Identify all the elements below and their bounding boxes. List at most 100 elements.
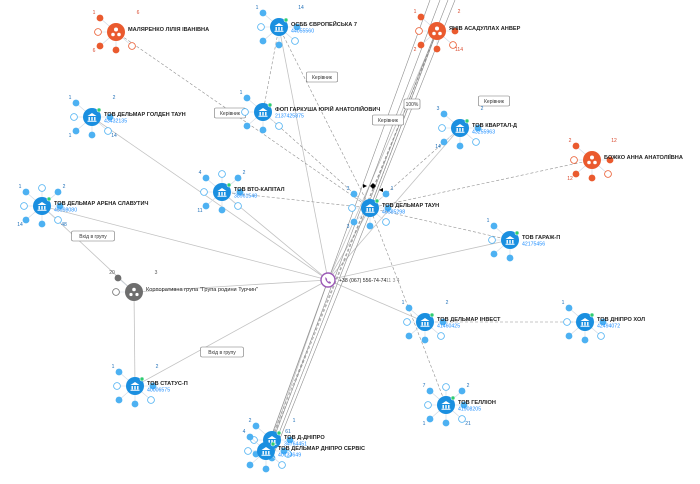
satellite-icon[interactable] [350, 190, 358, 198]
node-code[interactable]: 2137425875 [275, 114, 304, 120]
satellite-icon[interactable] [458, 387, 466, 395]
satellite-icon[interactable] [606, 156, 614, 164]
satellite-icon[interactable] [22, 188, 30, 196]
satellite-icon[interactable] [293, 23, 301, 31]
phone-number[interactable]: +38 (067) 556-74-74 [339, 278, 387, 284]
satellite-icon[interactable] [490, 222, 498, 230]
phone-icon[interactable] [320, 272, 336, 288]
satellite-outline-icon[interactable] [257, 23, 265, 31]
satellite-icon[interactable] [599, 318, 607, 326]
satellite-outline-icon[interactable] [472, 138, 480, 146]
satellite-icon[interactable] [275, 41, 283, 49]
satellite-icon[interactable] [572, 170, 580, 178]
satellite-icon[interactable] [474, 124, 482, 132]
satellite-outline-icon[interactable] [424, 401, 432, 409]
satellite-icon[interactable] [440, 110, 448, 118]
satellite-outline-icon[interactable] [382, 218, 390, 226]
satellite-outline-icon[interactable] [291, 37, 299, 45]
satellite-outline-icon[interactable] [94, 28, 102, 36]
satellite-outline-icon[interactable] [437, 332, 445, 340]
satellite-icon[interactable] [456, 142, 464, 150]
satellite-outline-icon[interactable] [200, 188, 208, 196]
node-code[interactable]: 34764451 [284, 442, 307, 448]
satellite-outline-icon[interactable] [241, 108, 249, 116]
satellite-icon[interactable] [581, 336, 589, 344]
person-icon[interactable] [428, 22, 446, 40]
satellite-outline-icon[interactable] [563, 318, 571, 326]
satellite-icon[interactable] [234, 174, 242, 182]
satellite-icon[interactable] [439, 318, 447, 326]
node-code[interactable]: 43432135 [104, 119, 127, 125]
satellite-icon[interactable] [56, 202, 64, 210]
node-code[interactable]: 45998080 [54, 208, 77, 214]
satellite-icon[interactable] [286, 436, 294, 444]
satellite-icon[interactable] [490, 250, 498, 258]
satellite-icon[interactable] [405, 304, 413, 312]
satellite-icon[interactable] [572, 142, 580, 150]
satellite-outline-icon[interactable] [234, 202, 242, 210]
satellite-icon[interactable] [565, 304, 573, 312]
satellite-icon[interactable] [350, 218, 358, 226]
node-code[interactable]: 40585298 [382, 210, 405, 216]
node-code[interactable]: 42175456 [522, 242, 545, 248]
satellite-icon[interactable] [202, 174, 210, 182]
satellite-icon[interactable] [451, 27, 459, 35]
node-code[interactable]: 40006575 [147, 388, 170, 394]
satellite-outline-icon[interactable] [488, 236, 496, 244]
node-code[interactable]: 44055560 [291, 29, 314, 35]
satellite-outline-icon[interactable] [597, 332, 605, 340]
satellite-icon[interactable] [382, 190, 390, 198]
satellite-icon[interactable] [218, 206, 226, 214]
satellite-icon[interactable] [384, 204, 392, 212]
satellite-outline-icon[interactable] [54, 216, 62, 224]
satellite-icon[interactable] [259, 126, 267, 134]
satellite-icon[interactable] [114, 274, 122, 282]
person-icon[interactable] [583, 151, 601, 169]
satellite-outline-icon[interactable] [415, 27, 423, 35]
satellite-icon[interactable] [22, 216, 30, 224]
satellite-icon[interactable] [259, 9, 267, 17]
satellite-icon[interactable] [106, 113, 114, 121]
satellite-outline-icon[interactable] [449, 41, 457, 49]
node-code[interactable]: 42494072 [597, 324, 620, 330]
satellite-icon[interactable] [405, 332, 413, 340]
satellite-icon[interactable] [202, 202, 210, 210]
satellite-icon[interactable] [366, 222, 374, 230]
satellite-outline-icon[interactable] [147, 396, 155, 404]
satellite-icon[interactable] [252, 422, 260, 430]
satellite-icon[interactable] [460, 401, 468, 409]
satellite-icon[interactable] [96, 42, 104, 50]
person-icon[interactable] [107, 23, 125, 41]
satellite-icon[interactable] [236, 188, 244, 196]
satellite-icon[interactable] [243, 122, 251, 130]
satellite-outline-icon[interactable] [128, 42, 136, 50]
satellite-icon[interactable] [417, 41, 425, 49]
satellite-outline-icon[interactable] [348, 204, 356, 212]
satellite-outline-icon[interactable] [570, 156, 578, 164]
satellite-icon[interactable] [280, 447, 288, 455]
satellite-outline-icon[interactable] [20, 202, 28, 210]
satellite-outline-icon[interactable] [278, 461, 286, 469]
satellite-outline-icon[interactable] [218, 170, 226, 178]
satellite-outline-icon[interactable] [438, 124, 446, 132]
node-code[interactable]: 43255963 [472, 130, 495, 136]
satellite-outline-icon[interactable] [113, 382, 121, 390]
node-code[interactable]: 38961548 [234, 194, 257, 200]
satellite-icon[interactable] [72, 99, 80, 107]
satellite-icon[interactable] [440, 138, 448, 146]
satellite-icon[interactable] [246, 461, 254, 469]
